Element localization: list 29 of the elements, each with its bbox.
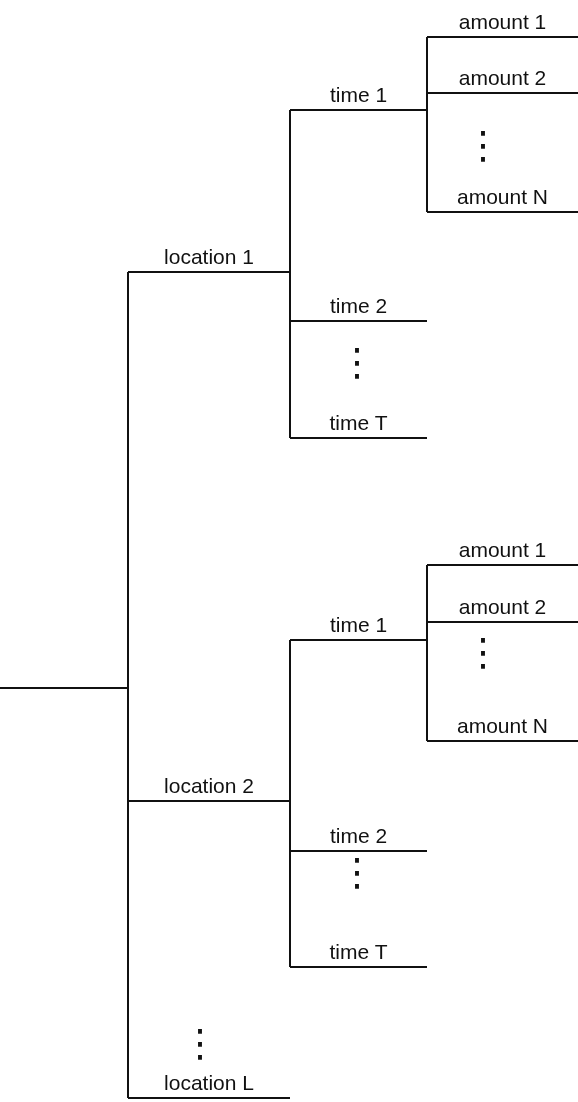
branch-line (289, 800, 291, 968)
branch-label: time 1 (329, 612, 388, 638)
branch-label: location L (164, 1070, 254, 1096)
branch-label: amount N (456, 184, 548, 210)
ellipsis-mark: ⋮ (337, 340, 377, 384)
branch-line (426, 639, 428, 742)
branch-line (289, 271, 291, 439)
branch-label: time 2 (329, 293, 388, 319)
ellipsis-mark: ⋮ (463, 630, 503, 674)
branch-label: amount 2 (458, 65, 547, 91)
branch-line (0, 687, 129, 1099)
branch-line (426, 621, 428, 641)
branch-line (289, 639, 291, 802)
branch-line (426, 92, 428, 111)
branch-line (426, 109, 428, 213)
ellipsis-mark: ⋮ (337, 850, 377, 894)
ellipsis-mark: ⋮ (463, 123, 503, 167)
branch-label: time T (329, 410, 388, 436)
branch-label: amount 1 (458, 9, 547, 35)
branch-label: amount N (456, 713, 548, 739)
branch-label: time 1 (329, 82, 388, 108)
branch-label: time T (329, 939, 388, 965)
branch-line (289, 109, 291, 273)
branch-label: location 2 (164, 773, 254, 799)
branch-label: location 1 (164, 244, 254, 270)
branch-label: amount 1 (458, 537, 547, 563)
branch-label: amount 2 (458, 594, 547, 620)
ellipsis-mark: ⋮ (180, 1021, 220, 1065)
branch-label: time 2 (329, 823, 388, 849)
